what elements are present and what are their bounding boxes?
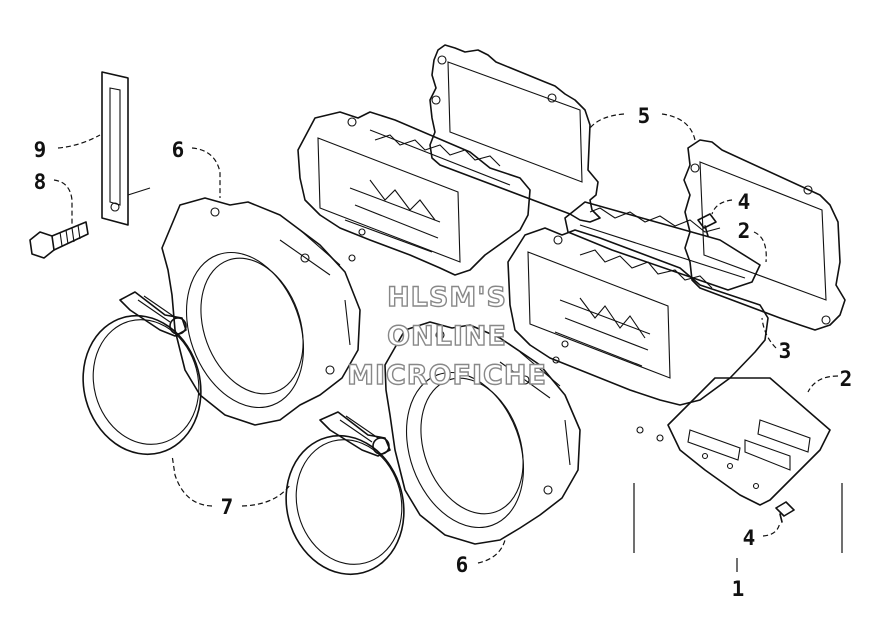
assembly-bracket	[633, 483, 843, 572]
hose-clamp-upper-part	[82, 291, 202, 456]
callout-7: 7	[221, 495, 234, 519]
bolt-part	[29, 221, 89, 259]
callout-labels: 9 8 6 5 4 2 3 2 7 6 4 1	[34, 104, 853, 601]
intake-boot-lower-part	[384, 321, 581, 545]
callout-6-upper: 6	[172, 138, 185, 162]
hose-clamp-lower-part	[285, 411, 405, 576]
callout-2-upper: 2	[738, 219, 751, 243]
screw-lower-part	[775, 501, 795, 523]
reed-cage-upper-part	[297, 111, 531, 276]
leader-lines	[53, 113, 839, 564]
reed-cage-lower-part	[507, 227, 769, 442]
callout-2-lower: 2	[840, 367, 853, 391]
screw-upper-part	[697, 213, 717, 237]
callout-8: 8	[34, 170, 47, 194]
callout-4-lower: 4	[743, 526, 756, 550]
reed-petal-upper-part	[564, 201, 761, 291]
watermark-line-1: HLSM'S	[387, 282, 507, 313]
callout-9: 9	[34, 138, 47, 162]
watermark-line-3: MICROFICHE	[347, 360, 547, 391]
bracket-plate-part	[101, 71, 151, 226]
callout-6-lower: 6	[456, 553, 469, 577]
callout-4-upper: 4	[738, 190, 751, 214]
callout-1: 1	[732, 577, 745, 601]
callout-3: 3	[779, 339, 792, 363]
intake-boot-upper-part	[161, 197, 361, 426]
watermark: HLSM'S ONLINE MICROFICHE	[346, 281, 547, 391]
watermark-line-2: ONLINE	[387, 321, 507, 352]
base-plate-part	[667, 377, 831, 506]
gasket-part	[429, 44, 846, 331]
callout-5: 5	[638, 104, 651, 128]
